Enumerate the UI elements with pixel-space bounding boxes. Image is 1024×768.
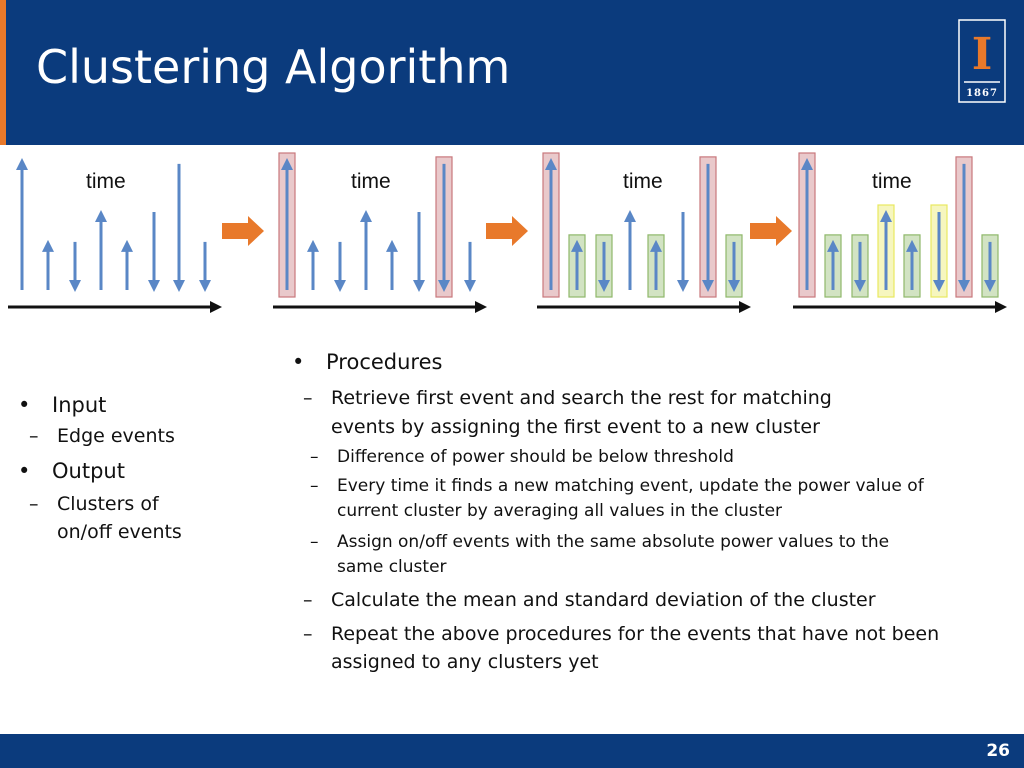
logo-letter: I	[972, 29, 993, 80]
bullet-input: Input	[12, 393, 282, 417]
logo-year: 1867	[966, 88, 998, 99]
sub-bullet-clusters: Clusters of on/off events	[12, 491, 207, 546]
procedure-step-repeat: Repeat the above procedures for the even…	[286, 620, 971, 677]
time-label-3: time	[623, 170, 663, 193]
procedure-substep-update: Every time it finds a new matching event…	[286, 474, 937, 523]
right-arrow-icon	[486, 216, 528, 246]
bullet-procedures: Procedures	[286, 350, 998, 374]
procedures-list: Procedures Retrieve first event and sear…	[286, 350, 998, 677]
right-arrow-icon	[222, 216, 264, 246]
university-column-icon: I 1867	[958, 19, 1006, 103]
procedure-step-retrieve: Retrieve first event and search the rest…	[286, 384, 891, 441]
page-number: 26	[986, 741, 1010, 761]
header-bar: Clustering Algorithm I 1867	[0, 0, 1024, 145]
bullet-output: Output	[12, 459, 282, 483]
procedure-substep-threshold: Difference of power should be below thre…	[286, 447, 967, 467]
header-accent	[0, 0, 6, 145]
time-label-1: time	[86, 170, 126, 193]
clustering-diagram	[8, 152, 1007, 313]
time-label-2: time	[351, 170, 391, 193]
sub-bullet-edge-events: Edge events	[12, 425, 282, 447]
procedure-substep-assign: Assign on/off events with the same absol…	[286, 530, 922, 579]
time-label-4: time	[872, 170, 912, 193]
footer-bar: 26	[0, 734, 1024, 768]
input-output-list: Input Edge events Output Clusters of on/…	[12, 393, 282, 546]
procedure-step-statistics: Calculate the mean and standard deviatio…	[286, 589, 991, 611]
slide-title: Clustering Algorithm	[36, 40, 511, 94]
right-arrow-icon	[750, 216, 792, 246]
